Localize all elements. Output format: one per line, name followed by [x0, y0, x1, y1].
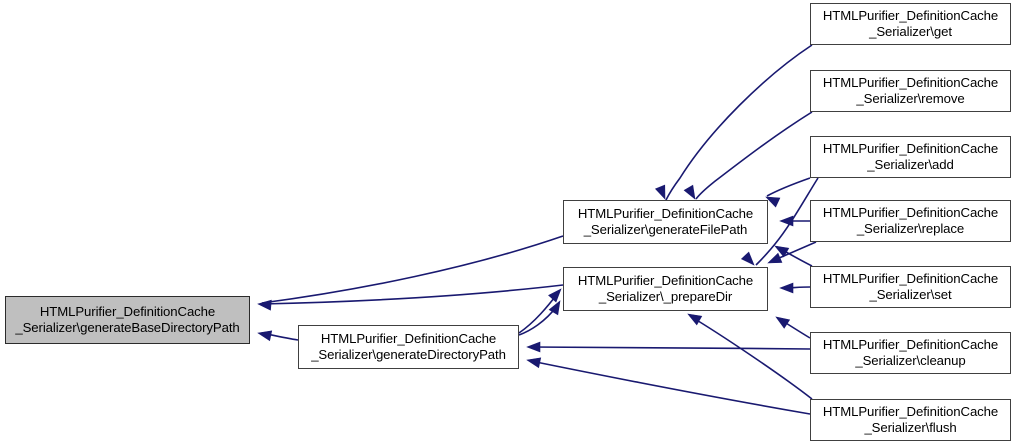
edge-generateDirectoryPath-to-generateFilePath — [518, 305, 558, 336]
node-add[interactable]: HTMLPurifier_DefinitionCache _Serializer… — [810, 136, 1011, 178]
node-label-set: HTMLPurifier_DefinitionCache _Serializer… — [822, 270, 999, 303]
node-replace[interactable]: HTMLPurifier_DefinitionCache _Serializer… — [810, 200, 1011, 242]
node-label-_prepareDir: HTMLPurifier_DefinitionCache _Serializer… — [577, 272, 754, 305]
node-generateFilePath[interactable]: HTMLPurifier_DefinitionCache _Serializer… — [563, 200, 768, 244]
edge-add-to-generateFilePath — [766, 177, 811, 197]
arrowhead-replace-to-_prepareDir — [767, 252, 783, 264]
node-cleanup[interactable]: HTMLPurifier_DefinitionCache _Serializer… — [810, 332, 1011, 374]
edge-cleanup-to-_prepareDir — [777, 317, 811, 339]
edge-set-to-generateFilePath — [776, 246, 813, 267]
arrowhead-flush-to-_prepareDir — [687, 313, 703, 326]
node-generateDirectoryPath[interactable]: HTMLPurifier_DefinitionCache _Serializer… — [298, 325, 519, 369]
edge-cleanup-to-generateDirectoryPath — [530, 346, 811, 350]
edge-flush-to-_prepareDir — [689, 315, 813, 400]
edge-get-to-generateFilePath — [665, 44, 813, 201]
edge-remove-to-generateFilePath — [695, 111, 813, 200]
node-set[interactable]: HTMLPurifier_DefinitionCache _Serializer… — [810, 266, 1011, 308]
arrowhead-set-to-_prepareDir — [779, 282, 794, 294]
arrowhead-replace-to-generateFilePath — [779, 215, 794, 227]
node-flush[interactable]: HTMLPurifier_DefinitionCache _Serializer… — [810, 399, 1011, 441]
node-label-remove: HTMLPurifier_DefinitionCache _Serializer… — [822, 74, 999, 107]
edge-generateDirectoryPath-to-_prepareDir — [518, 292, 559, 334]
arrowhead-cleanup-to-generateDirectoryPath — [526, 341, 541, 353]
arrowhead-cleanup-to-_prepareDir — [775, 316, 791, 329]
edge-generateFilePath-to-generateBaseDirectoryPath — [261, 235, 564, 304]
node-_prepareDir[interactable]: HTMLPurifier_DefinitionCache _Serializer… — [563, 267, 768, 311]
edge-flush-to-generateDirectoryPath — [530, 360, 811, 415]
node-label-generateDirectoryPath: HTMLPurifier_DefinitionCache _Serializer… — [311, 330, 506, 363]
node-label-get: HTMLPurifier_DefinitionCache _Serializer… — [822, 7, 999, 40]
node-label-replace: HTMLPurifier_DefinitionCache _Serializer… — [822, 204, 999, 237]
node-label-generateBaseDirectoryPath: HTMLPurifier_DefinitionCache _Serializer… — [15, 303, 240, 336]
node-label-flush: HTMLPurifier_DefinitionCache _Serializer… — [822, 403, 999, 436]
node-remove[interactable]: HTMLPurifier_DefinitionCache _Serializer… — [810, 70, 1011, 112]
arrowhead-generateDirectoryPath-to-generateBaseDirectoryPath — [257, 330, 273, 342]
node-label-add: HTMLPurifier_DefinitionCache _Serializer… — [822, 140, 999, 173]
node-label-cleanup: HTMLPurifier_DefinitionCache _Serializer… — [822, 336, 999, 369]
arrowhead-flush-to-generateDirectoryPath — [526, 357, 542, 369]
node-label-generateFilePath: HTMLPurifier_DefinitionCache _Serializer… — [577, 205, 754, 238]
node-get[interactable]: HTMLPurifier_DefinitionCache _Serializer… — [810, 3, 1011, 45]
arrowhead-generateFilePath-to-generateBaseDirectoryPath — [257, 299, 272, 311]
node-generateBaseDirectoryPath: HTMLPurifier_DefinitionCache _Serializer… — [5, 296, 250, 344]
arrowhead-set-to-generateFilePath — [774, 245, 790, 258]
arrowhead-get-to-generateFilePath — [654, 184, 666, 200]
arrowhead-add-to-_prepareDir — [740, 251, 755, 266]
edge-replace-to-_prepareDir — [769, 241, 817, 263]
edge-generateDirectoryPath-to-generateBaseDirectoryPath — [261, 332, 299, 341]
edge-_prepareDir-to-generateBaseDirectoryPath — [261, 284, 564, 305]
edge-set-to-_prepareDir — [781, 286, 811, 289]
